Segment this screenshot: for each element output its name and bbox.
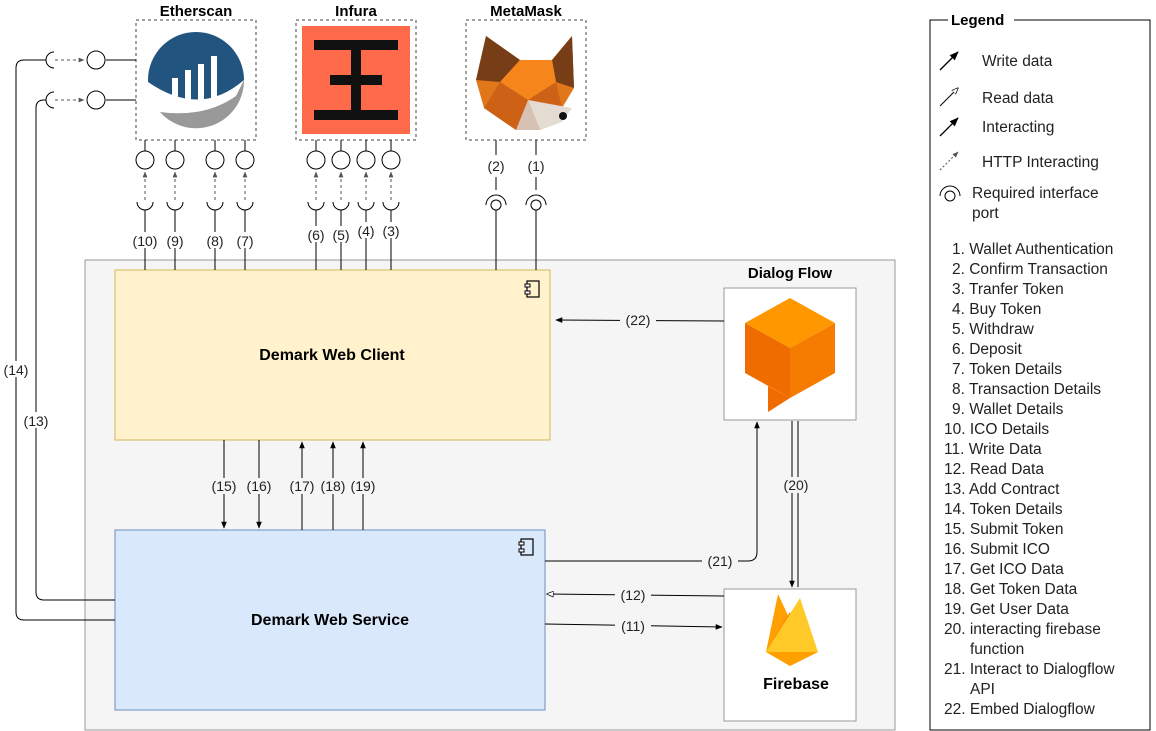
firebase-title: Firebase [763,676,829,693]
label-c13: (13) [24,413,49,429]
label-c12: (12) [621,587,646,603]
dialogflow-icon [745,298,835,412]
dialogflow-box: Dialog Flow [723,265,857,421]
legend-item: 15. Submit Token [944,521,1063,538]
label-c8: (8) [206,233,223,249]
legend-symbol-read-label: Read data [982,90,1054,107]
label-c18: (18) [321,478,346,494]
label-c20: (20) [784,477,809,493]
legend-item: 13. Add Contract [944,481,1060,498]
label-c1: (1) [527,158,544,174]
etherscan-service-links [15,50,136,621]
legend-item: 11. Write Data [944,441,1042,458]
label-c15: (15) [212,478,237,494]
infura-box: Infura [295,3,417,141]
http-arrow-icon [939,151,959,171]
legend-item: 14. Token Details [944,501,1063,518]
legend-symbol-read: Read data [939,88,1054,107]
label-c21: (21) [708,553,733,569]
label-c10: (10) [133,233,158,249]
legend-item: 9. Wallet Details [952,401,1064,418]
dialogflow-firebase-labels: (22) (21) (12) (11) (20) [615,312,814,634]
etherscan-interface-ports [135,140,255,170]
firebase-box: Firebase [723,588,857,722]
legend-item: 12. Read Data [944,461,1044,478]
infura-title: Infura [335,3,377,20]
legend-item: 8. Transaction Details [952,381,1101,398]
infura-interface-ports [306,140,401,170]
legend: Legend Write data Read data Interacting … [929,12,1151,731]
label-c4: (4) [357,223,374,239]
etherscan-logo [148,32,245,130]
label-c11: (11) [621,618,645,634]
http-links-top [142,171,394,200]
legend-title: Legend [951,12,1004,29]
legend-item: 22. Embed Dialogflow [944,701,1096,718]
legend-frame [929,19,1151,731]
legend-item: 10. ICO Details [944,421,1049,438]
legend-item: 6. Deposit [952,341,1022,358]
label-c7: (7) [236,233,253,249]
required-port-icon [939,185,961,202]
legend-symbol-write: Write data [939,51,1053,71]
service-title: Demark Web Service [251,612,409,629]
client-title: Demark Web Client [259,347,405,364]
label-c3: (3) [382,223,399,239]
legend-item: 4. Buy Token [952,301,1041,318]
label-c2: (2) [487,158,504,174]
legend-item: 20. interacting firebase [944,621,1101,638]
etherscan-title: Etherscan [160,3,233,20]
legend-item: 18. Get Token Data [944,581,1078,598]
label-c19: (19) [351,478,376,494]
legend-item: 21. Interact to Dialogflow [944,661,1115,678]
label-c6: (6) [307,227,324,243]
legend-item: 19. Get User Data [944,601,1069,618]
legend-symbol-http-label: HTTP Interacting [982,154,1099,171]
legend-symbol-http: HTTP Interacting [939,151,1099,171]
metamask-fox-icon [476,36,574,130]
legend-item-continuation: function [970,641,1024,658]
legend-item: 2. Confirm Transaction [952,261,1108,278]
legend-symbol-write-label: Write data [982,53,1053,70]
interacting-arrow-icon [939,117,959,137]
legend-item: 17. Get ICO Data [944,561,1064,578]
label-c17: (17) [290,478,315,494]
read-arrow-icon [939,88,958,107]
label-c5: (5) [332,227,349,243]
legend-symbol-port-label2: port [972,205,999,222]
label-c14: (14) [4,362,29,378]
infura-logo [302,26,410,134]
top-connector-labels: (10) (9) (8) (7) (6) (5) (4) (3) [129,222,403,249]
firebase-icon [766,594,818,666]
write-arrow-icon [939,51,959,71]
legend-symbol-interacting: Interacting [939,117,1054,137]
demark-web-service: Demark Web Service [114,529,546,711]
metamask-title: MetaMask [490,3,562,20]
label-c22: (22) [626,312,651,328]
client-service-labels: (15) (16) (17) (18) (19) [206,478,379,494]
dialogflow-title: Dialog Flow [748,265,832,282]
legend-item-continuation: API [970,681,995,698]
legend-item: 5. Withdraw [952,321,1035,338]
legend-item: 3. Tranfer Token [952,281,1064,298]
legend-item: 1. Wallet Authentication [952,241,1113,258]
metamask-interface-ports [485,140,547,270]
legend-item: 7. Token Details [952,361,1062,378]
metamask-box: MetaMask [465,3,587,141]
legend-symbol-port-label: Required interface [972,185,1099,202]
demark-web-client: Demark Web Client [114,269,551,441]
label-c16: (16) [247,478,272,494]
label-c9: (9) [166,233,183,249]
legend-symbol-interacting-label: Interacting [982,119,1054,136]
dialogflow-firebase-links [544,317,799,630]
legend-items: 1. Wallet Authentication 2. Confirm Trans… [944,241,1115,718]
legend-item: 16. Submit ICO [944,541,1050,558]
etherscan-box: Etherscan [135,3,257,141]
legend-symbol-port: Required interface port [939,185,1099,222]
